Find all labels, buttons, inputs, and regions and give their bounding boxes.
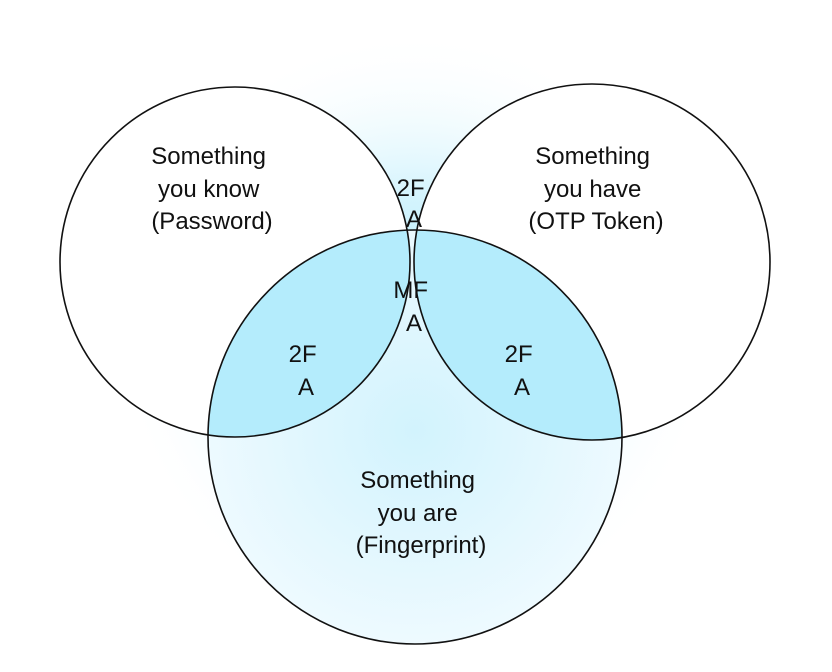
label-know-are: 2F A bbox=[289, 341, 324, 401]
label-have: Something you have (OTP Token) bbox=[528, 143, 663, 235]
circle-have-outline bbox=[413, 83, 771, 441]
label-are: Something you are (Fingerprint) bbox=[356, 467, 487, 559]
circle-are-outline bbox=[207, 229, 623, 645]
label-have-are: 2F A bbox=[505, 341, 540, 401]
label-all: MF A bbox=[393, 277, 434, 337]
circle-know-outline bbox=[59, 86, 411, 438]
overlap-know-are bbox=[208, 230, 410, 437]
label-know-have: 2F A bbox=[397, 175, 432, 233]
label-know: Something you know (Password) bbox=[151, 143, 272, 235]
